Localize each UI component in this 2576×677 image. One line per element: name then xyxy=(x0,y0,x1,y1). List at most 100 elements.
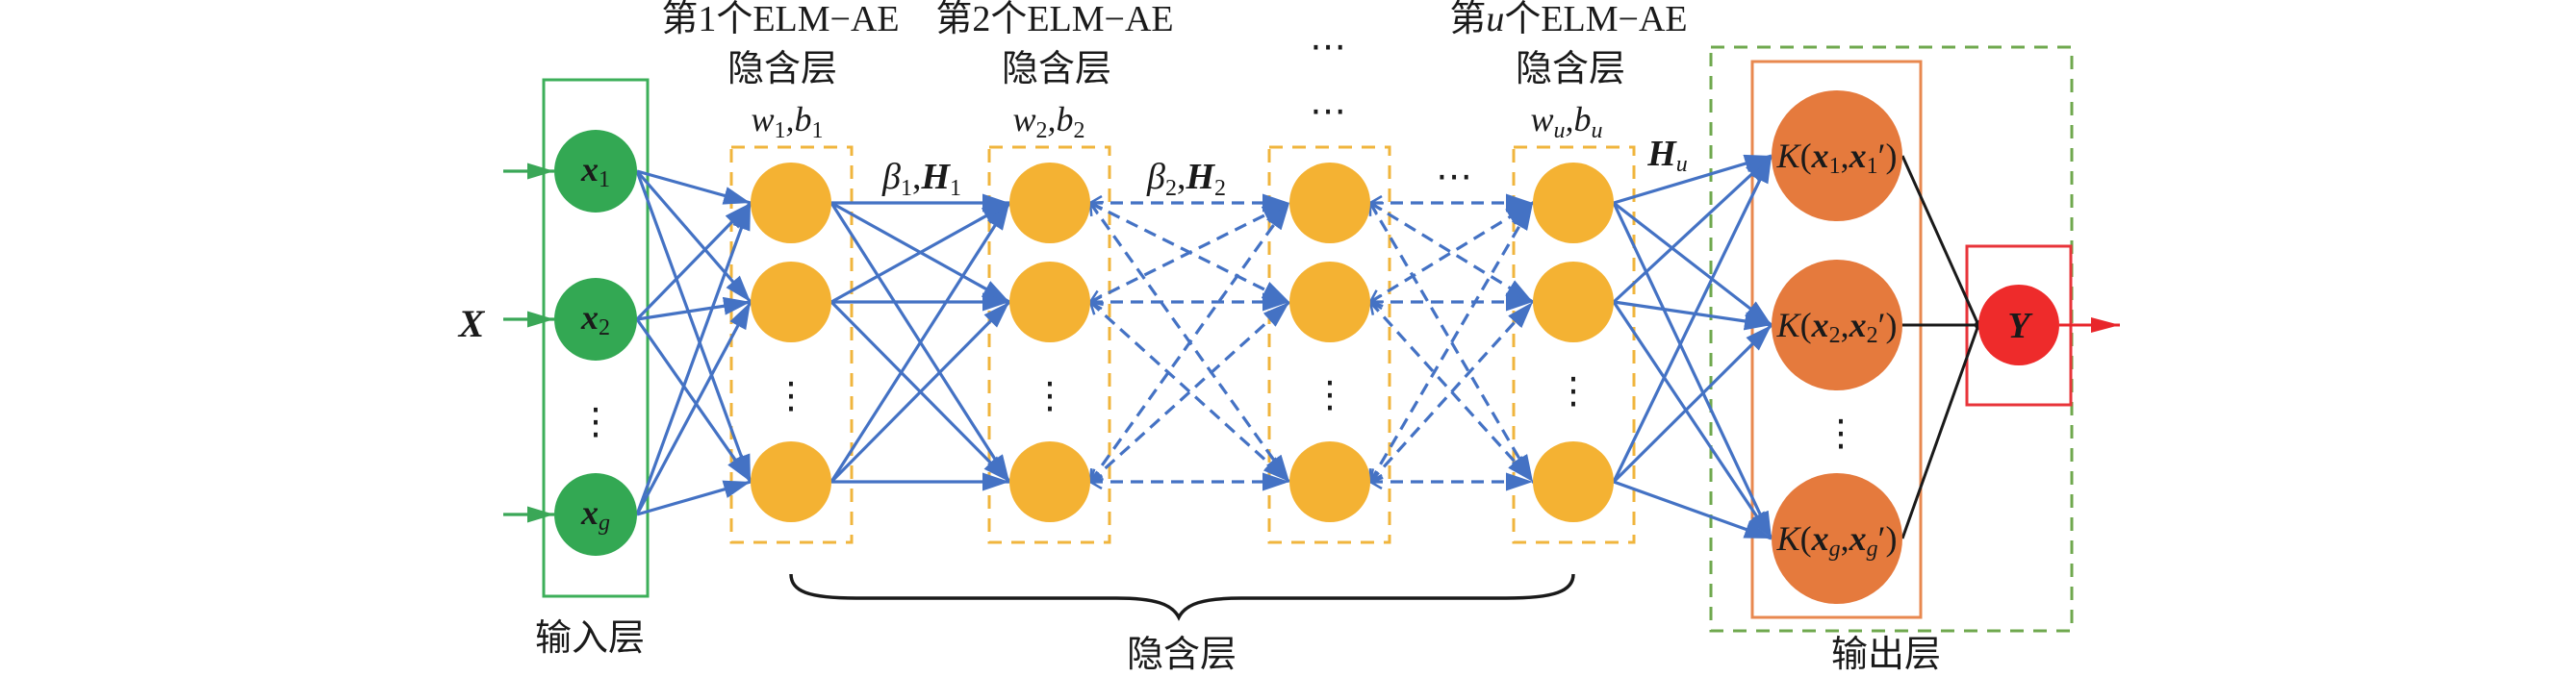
paren-open: ( xyxy=(1800,306,1812,344)
input-symbol: X xyxy=(457,302,486,345)
hidden-2-to-hidden-3-edge-3-2 xyxy=(1090,300,1291,482)
hidden-layer-u-subtitle: 隐含层 xyxy=(1516,49,1625,89)
hidden-3-to-hidden-u-edge-3-1 xyxy=(1368,202,1535,482)
hidden-u-to-kernel-edge-2-3 xyxy=(1612,301,1773,539)
input-to-hidden-1-edge-3-1 xyxy=(635,202,752,515)
hidden-layer-2-node-2 xyxy=(1009,262,1090,342)
title-prefix: 第 xyxy=(935,0,972,39)
hidden-u-to-kernel-edge-1-3 xyxy=(1612,202,1773,539)
bias-symbol: b xyxy=(1574,100,1592,138)
input-node-2-label: x2 xyxy=(580,298,610,340)
hidden-1-to-hidden-2-edge-3-2 xyxy=(829,300,1011,484)
kernel-index: 1 xyxy=(1867,154,1878,179)
connection-1-label: β1,H1 xyxy=(881,157,961,201)
hidden-u-to-kernel-edge-3-3 xyxy=(1613,480,1773,540)
hidden-output-symbol: H xyxy=(920,157,951,197)
output-layer-label: 输出层 xyxy=(1831,635,1941,675)
title-suffix: 个ELM−AE xyxy=(1504,0,1687,39)
kernel-function: K xyxy=(1776,306,1802,344)
network-nodes xyxy=(554,90,2059,604)
hidden-layer-1-title: 第1个ELM−AE xyxy=(661,0,899,39)
title-index: u xyxy=(1486,0,1504,39)
input-to-hidden-1-edge-2-1 xyxy=(635,201,752,321)
kernel-separator: , xyxy=(1841,306,1849,344)
hidden-layer-u-node-2 xyxy=(1533,262,1614,342)
hidden-output-symbol: H xyxy=(1185,157,1215,197)
kernel-variable: x xyxy=(1849,306,1867,344)
kernel-node-g-label: K(xg,xg′) xyxy=(1776,519,1898,562)
connection-edges xyxy=(503,154,2120,540)
title-index: 1 xyxy=(698,0,716,39)
kernel-index: 2 xyxy=(1867,323,1878,348)
kernel-node-2-label: K(x2,x2′) xyxy=(1776,306,1898,348)
weight-index: 2 xyxy=(1036,118,1048,143)
paren-close: ) xyxy=(1885,306,1897,344)
title-prefix: 第 xyxy=(661,0,698,39)
input-to-hidden-1-edge-2-3 xyxy=(635,318,752,483)
hidden-layer-2-node-3 xyxy=(1009,441,1090,522)
hidden-layer-u-node-3 xyxy=(1533,441,1614,522)
input-to-hidden-1-edge-3-2 xyxy=(635,301,752,515)
hidden-layer-u-params: wu,bu xyxy=(1530,100,1602,143)
input-node-g xyxy=(554,473,637,556)
beta-symbol: β xyxy=(1146,157,1165,197)
title-prefix: 第 xyxy=(1449,0,1486,39)
kernel-prime: ′ xyxy=(1878,519,1886,558)
weight-symbol: w xyxy=(1530,100,1553,138)
hidden-layer-1-node-2 xyxy=(751,262,831,342)
input-node-g-label: xg xyxy=(580,493,610,536)
hidden-output-symbol: H xyxy=(1646,134,1677,174)
params-separator: , xyxy=(786,100,795,138)
kernel-variable: x xyxy=(1811,519,1829,558)
title-suffix: 个ELM−AE xyxy=(716,0,899,39)
hidden-layer-3-ellipsis: ⋮ xyxy=(1312,373,1348,415)
kernel-variable: x xyxy=(1811,306,1829,344)
hidden-u-to-kernel-edge-1-2 xyxy=(1613,201,1773,327)
hidden-layer-2-node-1 xyxy=(1009,163,1090,243)
params-separator: , xyxy=(1048,100,1057,138)
hidden-output-index: u xyxy=(1676,152,1688,177)
kernel-node-1-label: K(x1,x1′) xyxy=(1776,137,1898,179)
hidden-u-to-kernel-edge-2-2 xyxy=(1613,300,1773,331)
output-node xyxy=(1978,285,2059,365)
connection-u-label: Hu xyxy=(1646,134,1688,177)
hidden-1-to-hidden-2-edge-2-1 xyxy=(830,201,1010,304)
node-index: 1 xyxy=(599,167,610,192)
hidden-1-to-hidden-2-edge-3-1 xyxy=(829,202,1011,483)
hidden-layer-1-node-1 xyxy=(751,163,831,243)
connection-2-label: β2,H2 xyxy=(1146,157,1226,201)
kernel-3-to-output-edge xyxy=(1900,324,1980,539)
kernel-node-2 xyxy=(1772,260,1902,390)
input-node-1 xyxy=(554,130,637,213)
hidden-layer-2-params: w2,b2 xyxy=(1012,100,1084,143)
node-symbol: x xyxy=(580,493,599,532)
bias-symbol: b xyxy=(1057,100,1074,138)
input-node-1-label: x1 xyxy=(580,150,610,192)
input-to-hidden-1-edge-1-3 xyxy=(635,170,752,483)
hidden-layer-1-box xyxy=(729,145,854,544)
bias-symbol: b xyxy=(795,100,812,138)
hidden-layer-1-params: w1,b1 xyxy=(751,100,823,143)
beta-index: 2 xyxy=(1165,176,1177,201)
input-layer-box xyxy=(542,78,650,598)
kernel-index: g xyxy=(1867,537,1878,562)
hidden-output-index: 1 xyxy=(950,176,961,201)
kernel-variable: x xyxy=(1849,137,1867,175)
hidden-u-to-kernel-edge-3-1 xyxy=(1612,155,1773,483)
kernel-variable: x xyxy=(1811,137,1829,175)
kernel-function: K xyxy=(1776,519,1802,558)
bias-index: 1 xyxy=(812,118,824,143)
kernel-separator: , xyxy=(1841,519,1849,558)
hidden-layer-u-ellipsis: ⋮ xyxy=(1555,369,1592,412)
connection-3-ellipsis: ⋯ xyxy=(1436,155,1472,197)
node-symbol: x xyxy=(580,150,599,188)
weight-index: u xyxy=(1554,118,1566,143)
paren-open: ( xyxy=(1800,519,1812,558)
hidden-u-to-kernel-edge-3-2 xyxy=(1612,323,1773,484)
input-to-hidden-1-edge-1-2 xyxy=(635,169,752,304)
input-layer-label: 输入层 xyxy=(535,618,645,659)
paren-open: ( xyxy=(1800,137,1812,175)
hidden-layer-3-node-1 xyxy=(1289,163,1370,243)
